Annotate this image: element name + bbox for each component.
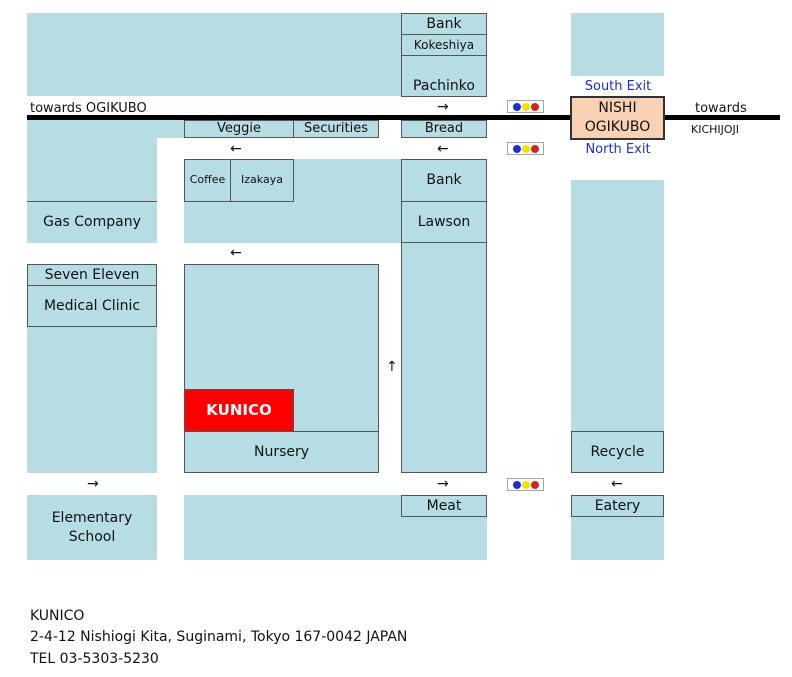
map-label-eatery: Eatery <box>571 495 664 517</box>
arrow-right-icon: → <box>437 99 449 115</box>
map-label-recycle: Recycle <box>571 431 664 473</box>
map-label-bank-south: Bank <box>401 159 487 202</box>
block-gas-company <box>27 120 157 243</box>
station-nishi-ogikubo[interactable]: NISHI OGIKUBO <box>570 96 665 140</box>
map-label-coffee: Coffee <box>184 159 231 202</box>
block-pachinko-gap <box>401 56 487 76</box>
arrow-left-icon: ← <box>230 245 242 261</box>
map-label-lawson: Lawson <box>401 201 487 243</box>
block-west <box>27 327 157 473</box>
map-label-pachinko: Pachinko <box>401 75 487 97</box>
map-label-bread: Bread <box>401 120 487 138</box>
arrow-left-icon: ← <box>230 141 242 157</box>
traffic-signal-icon <box>507 142 544 155</box>
arrow-left-icon: ← <box>611 476 623 492</box>
rail-west-label: towards OGIKUBO <box>30 101 147 116</box>
map-label-veggie: Veggie <box>184 120 294 138</box>
traffic-signal-icon <box>507 478 544 491</box>
kunico-location-marker[interactable]: KUNICO <box>184 389 294 432</box>
rail-east-sublabel: KICHIJOJI <box>691 123 740 136</box>
map-label-elementary-school: Elementary School <box>27 495 157 560</box>
block-kunico <box>184 264 379 473</box>
block-east <box>571 180 664 432</box>
map-label-securities: Securities <box>293 120 379 138</box>
arrow-right-icon: → <box>87 476 99 492</box>
block-north-west <box>27 13 402 96</box>
map-label-izakaya: Izakaya <box>230 159 294 202</box>
arrow-right-icon: → <box>437 476 449 492</box>
map-label-gas-company: Gas Company <box>27 201 157 243</box>
north-exit-label: North Exit <box>585 142 651 157</box>
traffic-signal-icon <box>507 100 544 113</box>
rail-east-label: towards <box>695 101 747 116</box>
footer-telephone: TEL 03-5303-5230 <box>30 651 159 667</box>
map-label-bank-north: Bank <box>401 13 487 35</box>
map-label-nursery: Nursery <box>184 431 379 473</box>
elementary-school-text: Elementary School <box>51 509 133 545</box>
map-label-medical-clinic: Medical Clinic <box>27 285 157 327</box>
station-name: NISHI OGIKUBO <box>584 100 651 135</box>
map-label-seven-eleven: Seven Eleven <box>27 264 157 286</box>
arrow-up-icon: ↑ <box>386 359 398 375</box>
map-label-kokeshiya: Kokeshiya <box>401 34 487 56</box>
block-lawson-south <box>401 242 487 473</box>
block-north-east <box>571 13 664 76</box>
railway-line <box>27 115 780 120</box>
map-label-meat: Meat <box>401 495 487 517</box>
footer-address: 2-4-12 Nishiogi Kita, Suginami, Tokyo 16… <box>30 629 408 645</box>
footer-company-name: KUNICO <box>30 608 85 624</box>
block-gas-company-top <box>157 120 185 138</box>
arrow-left-icon: ← <box>437 141 449 157</box>
south-exit-label: South Exit <box>584 79 652 94</box>
